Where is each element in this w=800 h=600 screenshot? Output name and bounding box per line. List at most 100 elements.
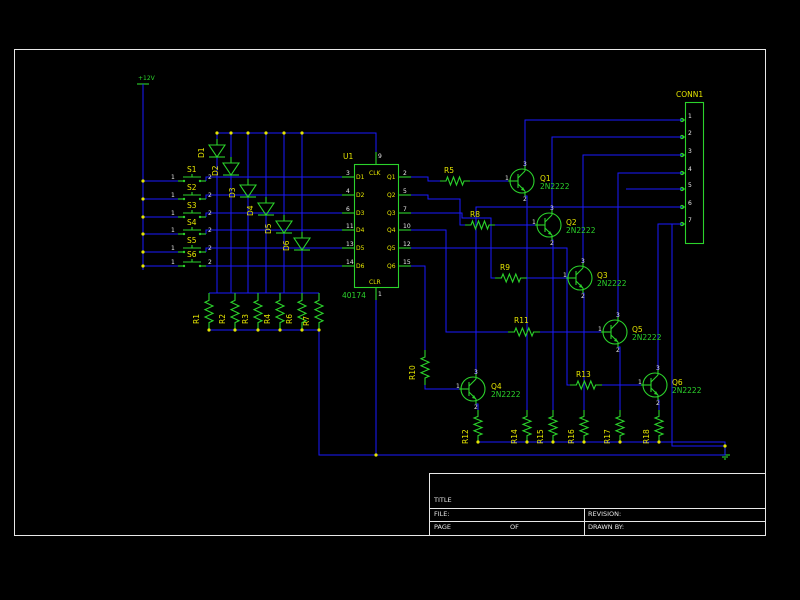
ic-clr-label: CLR bbox=[369, 279, 381, 286]
switch-ref: S6 bbox=[187, 250, 197, 259]
ic-input-pin-name: D6 bbox=[356, 263, 365, 270]
resistor-ref: R12 bbox=[461, 429, 470, 444]
ic-value: 40174 bbox=[342, 291, 366, 300]
junction-dot bbox=[657, 440, 661, 444]
pulldown-resistor bbox=[313, 293, 325, 330]
title-block-of: OF bbox=[510, 523, 519, 531]
ic-clr-pin: 1 bbox=[378, 291, 382, 298]
resistor-ref: R16 bbox=[567, 429, 576, 444]
diode bbox=[221, 157, 241, 176]
transistor-pin-number: 1 bbox=[638, 379, 642, 386]
switch bbox=[178, 227, 206, 236]
ic-u1: U1 40174 9 CLK 1 CLR 3D14D26D311D413D514… bbox=[342, 152, 411, 300]
transistor bbox=[508, 166, 535, 196]
output-wire bbox=[411, 212, 495, 279]
ic-output-pin-number: 5 bbox=[403, 188, 407, 195]
clock-bus-wire bbox=[217, 132, 377, 152]
collector-wire bbox=[617, 172, 682, 317]
emitter-wire bbox=[583, 292, 585, 410]
junction-dot bbox=[282, 131, 286, 135]
output-wire bbox=[411, 194, 465, 226]
output-wire bbox=[411, 247, 570, 386]
resistor-ref: R14 bbox=[510, 429, 519, 444]
ic-output-pin-name: Q3 bbox=[387, 210, 396, 217]
diode-ref: D5 bbox=[264, 223, 273, 234]
emitter-resistor bbox=[653, 410, 665, 442]
junction-dot bbox=[278, 328, 282, 332]
transistor-ref: Q4 bbox=[491, 382, 502, 391]
output-wire bbox=[411, 176, 440, 182]
emitter-resistor bbox=[521, 410, 533, 442]
switch-ref: S1 bbox=[187, 165, 197, 174]
resistor-ref: R15 bbox=[536, 429, 545, 444]
junction-dot bbox=[525, 440, 529, 444]
pulldown-resistor bbox=[274, 293, 286, 330]
junction-dot bbox=[256, 328, 260, 332]
transistor-value: 2N2222 bbox=[597, 279, 627, 288]
transistor-value: 2N2222 bbox=[632, 333, 662, 342]
emitter-resistor bbox=[547, 410, 559, 442]
emitter-resistor bbox=[614, 410, 626, 442]
switch bbox=[178, 259, 206, 268]
diode-ref: D3 bbox=[228, 187, 237, 198]
transistor-pin-number: 3 bbox=[474, 369, 478, 376]
diode bbox=[256, 197, 276, 216]
transistor-pin-number: 2 bbox=[550, 240, 554, 247]
base-wire bbox=[424, 385, 459, 390]
transistor-ref: Q1 bbox=[540, 174, 551, 183]
pulldown-resistor bbox=[203, 293, 215, 330]
switch-ref: S5 bbox=[187, 236, 197, 245]
junction-dot bbox=[229, 131, 233, 135]
transistor-pin-number: 1 bbox=[563, 272, 567, 279]
transistor-pin-number: 2 bbox=[581, 293, 585, 300]
junction-dot bbox=[141, 250, 145, 254]
switch-pin-number: 1 bbox=[171, 192, 175, 199]
transistor-ref: Q2 bbox=[566, 218, 577, 227]
base-resistor bbox=[570, 379, 602, 391]
transistor-ref: Q6 bbox=[672, 378, 683, 387]
emitter-resistor bbox=[578, 410, 590, 442]
transistor-ref: Q3 bbox=[597, 271, 608, 280]
switch bbox=[178, 245, 206, 254]
junction-dot bbox=[215, 131, 219, 135]
switch-pin-number: 1 bbox=[171, 245, 175, 252]
junction-dot bbox=[582, 440, 586, 444]
pulldown-resistor bbox=[252, 293, 264, 330]
transistor-pin-number: 3 bbox=[523, 161, 527, 168]
base-resistor bbox=[495, 272, 527, 284]
transistor bbox=[601, 317, 628, 347]
resistor-ref: R2 bbox=[218, 314, 227, 324]
switch-pin-number: 2 bbox=[208, 210, 212, 217]
base-resistor bbox=[440, 175, 470, 187]
ic-input-pin-number: 4 bbox=[346, 188, 350, 195]
connector-return-wire bbox=[671, 224, 725, 447]
transistor-pin-number: 1 bbox=[598, 326, 602, 333]
transistor-ref: Q5 bbox=[632, 325, 643, 334]
connector-pin-number: 2 bbox=[688, 130, 692, 137]
connector-pin-number: 5 bbox=[688, 182, 692, 189]
junction-dot bbox=[374, 453, 378, 457]
base-resistor bbox=[465, 219, 495, 231]
switch-pin-number: 2 bbox=[208, 259, 212, 266]
connector-pin-number: 1 bbox=[688, 113, 692, 120]
emitter-wire bbox=[525, 195, 528, 410]
ic-output-pin-number: 2 bbox=[403, 170, 407, 177]
switch-pin-number: 1 bbox=[171, 259, 175, 266]
ic-output-pin-name: Q4 bbox=[387, 227, 396, 234]
transistor-pin-number: 1 bbox=[456, 383, 460, 390]
base-resistor bbox=[419, 350, 431, 385]
emitter-wire bbox=[618, 346, 621, 410]
ic-input-pin-name: D5 bbox=[356, 245, 365, 252]
switch-pin-number: 2 bbox=[208, 192, 212, 199]
ic-input-pin-name: D1 bbox=[356, 174, 365, 181]
connector-ref: CONN1 bbox=[676, 90, 703, 99]
junction-dot bbox=[246, 131, 250, 135]
title-block: TITLE FILE: REVISION: PAGE OF DRAWN BY: bbox=[429, 473, 766, 536]
resistor-ref: R10 bbox=[408, 365, 417, 380]
collector-wire bbox=[475, 206, 682, 374]
collector-wire bbox=[657, 223, 682, 370]
transistor-pin-number: 3 bbox=[550, 205, 554, 212]
transistor bbox=[641, 370, 668, 400]
collector-wire bbox=[524, 119, 682, 166]
